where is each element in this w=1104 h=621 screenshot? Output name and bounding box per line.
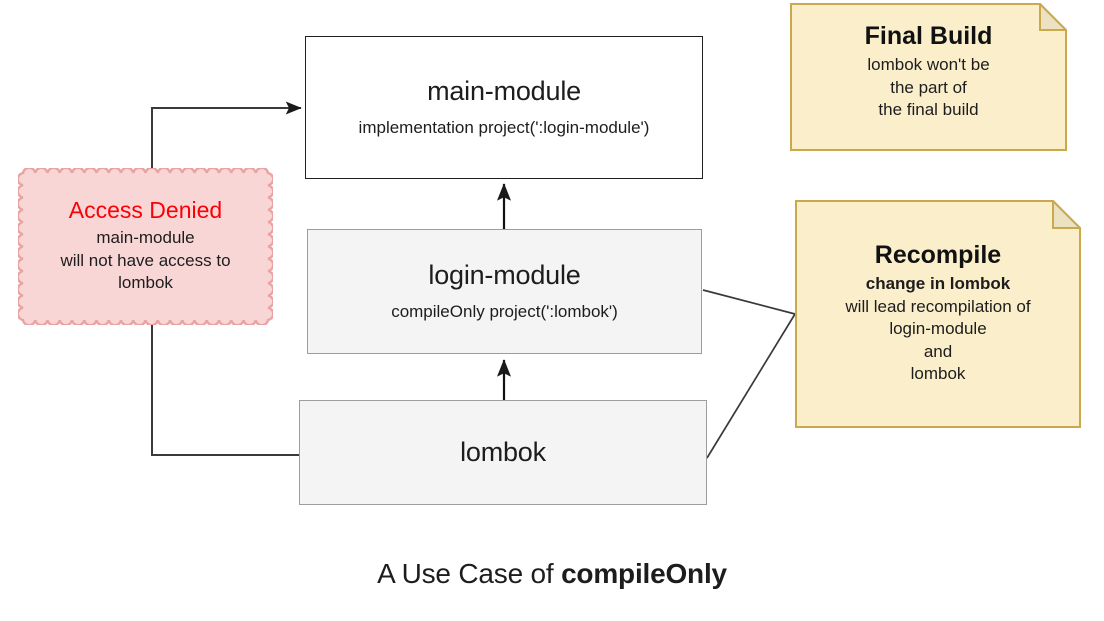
node-lombok-title: lombok [460,436,546,467]
node-lombok[interactable]: lombok [299,400,707,505]
edge-lombok-to-recompile-note [706,313,796,459]
note-line: the final build [878,100,979,120]
note-line: lombok [910,364,966,384]
callout-title: Access Denied [68,196,223,223]
node-login-module-title: login-module [428,260,581,291]
scalloped-border-shape [18,168,273,325]
note-line: the part of [890,77,967,97]
node-main-module-subtitle: implementation project(':login-module') [358,118,650,138]
note-line: login-module [889,319,987,339]
diagram-caption: A Use Case of compileOnly [0,558,1104,590]
callout-line: lombok [118,272,173,292]
note-line: and [923,341,953,361]
node-main-module-title: main-module [427,76,581,107]
note-final-build[interactable]: Final Build lombok won't be the part of … [790,3,1067,151]
note-final-build-content: Final Build lombok won't be the part of … [790,3,1067,151]
caption-prefix: A Use Case of [377,558,562,589]
node-login-module[interactable]: login-module compileOnly project(':lombo… [307,229,702,354]
callout-line: main-module [96,228,195,248]
note-recompile[interactable]: Recompile change in lombok will lead rec… [795,200,1081,428]
edge-login-module-to-recompile-note [702,289,796,315]
caption-emphasis: compileOnly [561,558,727,589]
node-login-module-subtitle: compileOnly project(':lombok') [391,302,618,322]
callout-access-denied-content: Access Denied main-module will not have … [18,168,273,325]
note-line: lombok won't be [867,55,990,74]
note-recompile-content: Recompile change in lombok will lead rec… [795,200,1081,428]
note-title: Final Build [864,22,993,50]
note-title: Recompile [874,241,1002,269]
callout-line: will not have access to [60,250,231,270]
note-line: change in lombok [865,274,1011,293]
note-line: will lead recompilation of [845,296,1031,316]
node-main-module[interactable]: main-module implementation project(':log… [305,36,703,179]
note-folded-corner-shape [790,3,1067,151]
callout-access-denied[interactable]: Access Denied main-module will not have … [18,168,273,325]
note-folded-corner-shape [795,200,1081,428]
